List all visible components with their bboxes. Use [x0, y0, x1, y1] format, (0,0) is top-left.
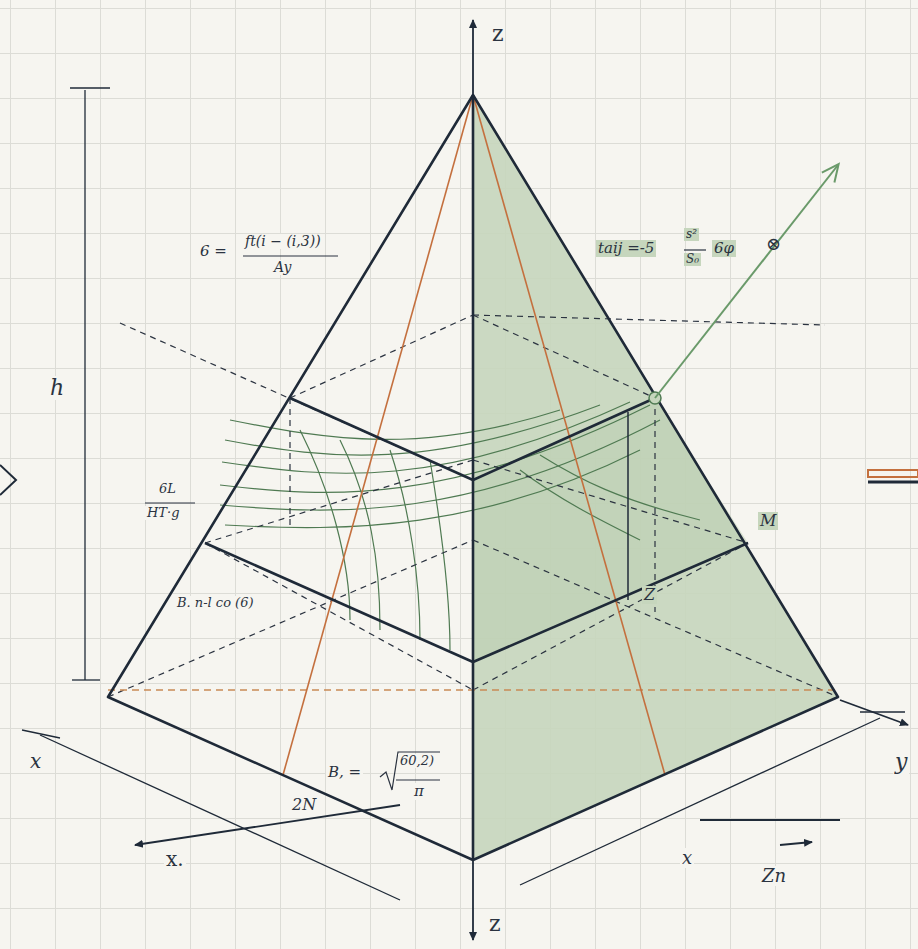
formula-text: ft(i − (i,3)) [243, 234, 323, 249]
symbol-label: ⊗ [764, 234, 783, 254]
formula-text: HT·g [145, 506, 181, 520]
formula-text: B, = [326, 764, 363, 781]
axis-label: z [490, 22, 506, 46]
formula-text: taij =-5 [596, 240, 656, 257]
axis-label: z [487, 912, 503, 936]
formula-text: 6 = [198, 243, 229, 260]
formula-text: B. n-l co (6) [175, 596, 256, 610]
point-label: Z [642, 586, 657, 604]
axis-label: Zn [760, 866, 788, 886]
dimension-label: h [48, 376, 66, 400]
axis-label: x [28, 750, 43, 772]
formula-text: 60,2) [398, 754, 436, 768]
formula-text: Ay [272, 260, 293, 275]
formula-text: s² [684, 228, 699, 241]
axis-label: x. [164, 848, 186, 870]
formula-text: 6L [157, 482, 178, 496]
axis-label: y [893, 750, 909, 774]
point-label: 2N [290, 796, 318, 814]
formula-text: 6φ [712, 240, 736, 257]
formula-text: π [412, 783, 426, 800]
axis-label: x [680, 848, 694, 868]
point-label: M [758, 512, 778, 530]
formula-text: S₀ [684, 253, 701, 266]
